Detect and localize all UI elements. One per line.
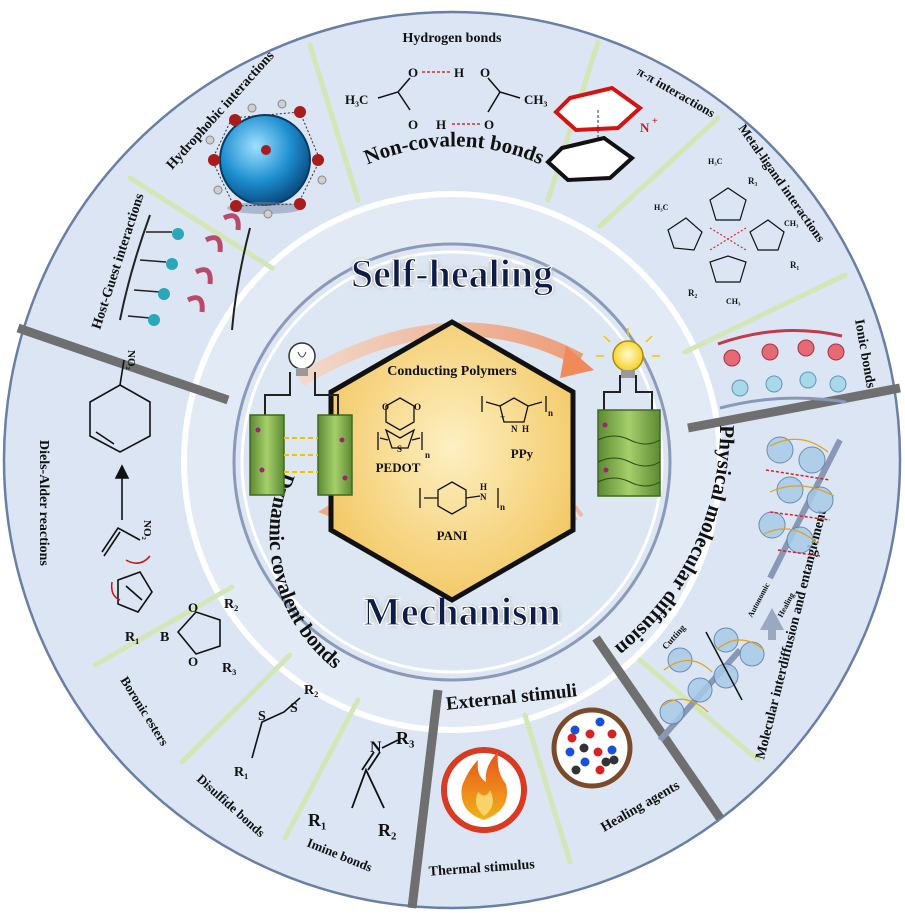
pani-h: H (480, 482, 487, 492)
light-separators (92, 39, 848, 865)
thermal-label: Thermal stimulus (428, 857, 536, 879)
pani-label: PANI (437, 528, 468, 543)
top-arrow-head (560, 346, 594, 378)
hb-o3: O (408, 117, 418, 132)
bor-r1: R₁ (125, 630, 139, 645)
bor-o1: O (188, 600, 198, 615)
self-healing-title: Self-healing (351, 251, 553, 296)
hydrophobic-structure (205, 99, 327, 219)
disulfide-structure (251, 697, 301, 759)
ds-r1: R₁ (234, 765, 248, 780)
ppy-structure (481, 396, 547, 423)
da-no2-top: NO₂ (125, 350, 137, 371)
hexagon-title: Conducting Polymers (387, 364, 517, 379)
hb-h1: H (454, 65, 464, 80)
hexagon (328, 319, 576, 603)
da-arrow-red-1 (125, 555, 151, 564)
pedot-s: S (397, 444, 402, 454)
pani-n-sub: n (500, 502, 505, 512)
hb-h2: H (436, 117, 446, 132)
diffusion-top-cluster (758, 436, 843, 580)
ionic-structure (717, 329, 847, 410)
ds-s2: S (290, 701, 298, 716)
hydrogen-bonds-label: Hydrogen bonds (403, 31, 502, 46)
hydrogen-bonds-structure (377, 71, 521, 125)
im-r2: R₂ (378, 820, 396, 840)
im-n: N (370, 739, 382, 756)
bor-o2: O (188, 654, 198, 669)
inner-circle-border (240, 250, 664, 674)
left-circuit (249, 342, 353, 496)
imine-structure (351, 739, 399, 809)
ml-r3: R₃ (748, 176, 757, 186)
ppy-h: H (522, 424, 529, 434)
pi-pi-n: N (640, 120, 650, 135)
da-no2-mid: NO₂ (141, 520, 153, 541)
porphyrin-structure (667, 187, 785, 283)
pedot-n: n (425, 450, 430, 460)
host-guest-structure (119, 213, 251, 331)
ml-r2: R₂ (688, 288, 697, 298)
healing-agents-icon (551, 707, 633, 789)
pi-pi-structure (545, 85, 644, 183)
ml-ch3b: CH₃ (726, 297, 741, 306)
ppy-label: PPy (511, 446, 534, 461)
diels-alder-label: Diels-Alder reactions (36, 440, 51, 566)
ml-r1: R₁ (790, 260, 799, 270)
diels-alder-structure (89, 359, 153, 613)
hb-h3c: H₃C (345, 92, 368, 107)
hb-o1: O (408, 65, 418, 80)
ml-ch3a: CH₃ (784, 219, 799, 228)
ppy-n-sub: n (548, 408, 553, 418)
pedot-o2: O (414, 402, 421, 412)
hb-o4: O (484, 117, 494, 132)
ml-h3c2: H₃C (654, 203, 669, 212)
hb-ch3: CH₃ (524, 92, 548, 107)
mechanism-title: Mechanism (363, 589, 561, 634)
pani-n: N (480, 492, 487, 502)
bor-b: B (160, 630, 169, 645)
boronic-structure (176, 611, 221, 655)
healing-arrow (760, 608, 784, 640)
ds-s1: S (258, 709, 266, 724)
thermal-icon (441, 747, 527, 833)
pani-structure (419, 481, 499, 515)
ppy-n-atom: N (511, 424, 518, 434)
diffusion-bottom-cluster (657, 627, 765, 742)
im-r1: R₁ (308, 810, 326, 830)
ml-h3c1: H₃C (708, 157, 723, 166)
pedot-o1: O (382, 402, 389, 412)
right-circuit (596, 328, 661, 497)
bor-r3: R₃ (222, 661, 236, 676)
bor-r2: R₂ (224, 597, 238, 612)
pedot-label: PEDOT (376, 460, 421, 475)
pi-pi-plus: + (652, 116, 658, 127)
dark-separators (16, 323, 901, 909)
im-r3: R₃ (396, 728, 415, 748)
ds-r2: R₂ (304, 683, 318, 698)
da-arrow-red-2 (110, 581, 121, 601)
hb-o2: O (480, 65, 490, 80)
pedot-structure (377, 397, 423, 450)
ppy-plus: + (500, 412, 505, 422)
